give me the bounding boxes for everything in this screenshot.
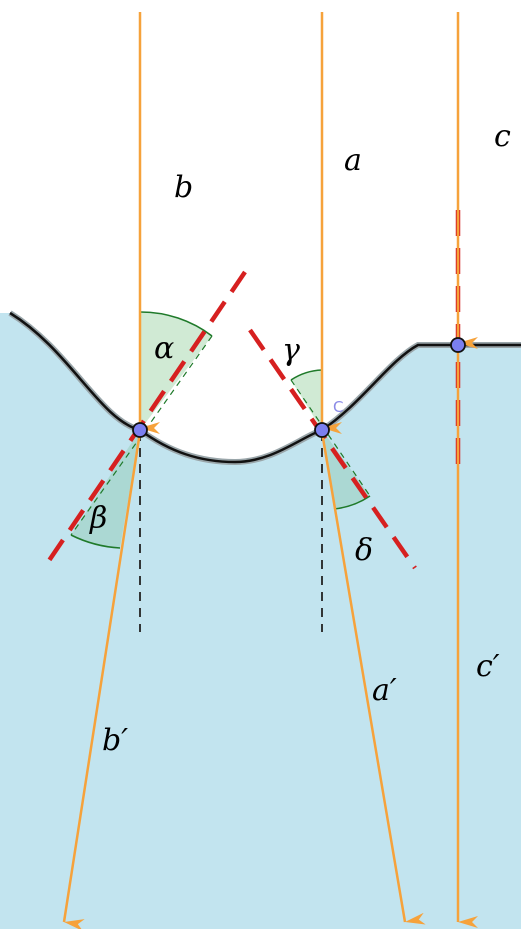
- refracted-ray-b-prime: [62, 431, 142, 929]
- normal-line-middle: [248, 328, 417, 570]
- label-ray-b: b: [174, 170, 193, 205]
- label-ray-c: c: [494, 119, 511, 154]
- label-angle-alpha: α: [154, 331, 174, 366]
- refracted-ray-a-prime: [320, 431, 426, 925]
- label-ray-a-prime: a′: [372, 673, 397, 708]
- point-tag: C: [333, 398, 343, 416]
- label-angle-beta: β: [89, 501, 107, 536]
- incidence-point-c: [450, 337, 466, 353]
- label-angle-gamma: γ: [282, 333, 300, 368]
- angle-beta-sector: [70, 430, 140, 549]
- label-ray-b-prime: b′: [102, 723, 128, 758]
- label-ray-c-prime: c′: [476, 649, 500, 684]
- label-ray-a: a: [344, 143, 362, 178]
- angle-gamma-sector: [290, 369, 323, 430]
- incidence-point-b: [132, 422, 148, 438]
- normal-line-left: [44, 270, 247, 567]
- incidence-point-a: [314, 422, 330, 438]
- label-angle-delta: δ: [355, 533, 373, 568]
